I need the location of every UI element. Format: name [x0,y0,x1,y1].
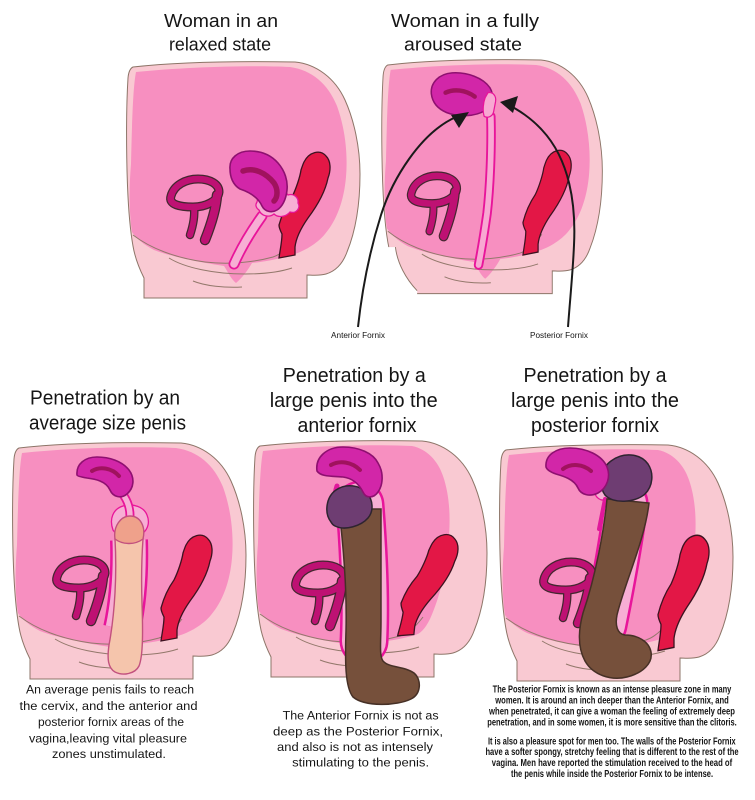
svg-text:vagina. Men have reported the: vagina. Men have reported the stimulatio… [492,758,733,769]
svg-text:anterior fornix: anterior fornix [298,415,417,437]
svg-text:vagina,leaving vital pleasure: vagina,leaving vital pleasure [29,731,187,745]
svg-text:posterior fornix areas of the: posterior fornix areas of the [38,715,184,729]
svg-text:Woman in an: Woman in an [164,11,278,31]
svg-text:deep as the Posterior Fornix,: deep as the Posterior Fornix, [273,725,443,739]
svg-text:It is also a pleasure spot for: It is also a pleasure spot for men too. … [488,736,736,747]
svg-text:aroused state: aroused state [404,35,522,55]
svg-text:Anterior Fornix: Anterior Fornix [331,330,386,340]
svg-text:Woman in a fully: Woman in a fully [391,11,539,31]
svg-text:Posterior Fornix: Posterior Fornix [530,330,589,340]
svg-text:An average penis fails to reac: An average penis fails to reach [26,683,194,697]
svg-text:the cervix, and the anterior a: the cervix, and the anterior and [20,699,198,713]
svg-text:large penis into the: large penis into the [511,390,679,412]
svg-text:women. It is around an inch de: women. It is around an inch deeper than … [494,696,728,707]
svg-text:and also is not as intensely: and also is not as intensely [277,740,434,754]
svg-text:posterior fornix: posterior fornix [531,415,659,437]
svg-text:large penis into the: large penis into the [270,390,438,412]
svg-text:the penis while inside the Pos: the penis while inside the Posterior For… [511,769,713,780]
svg-text:relaxed state: relaxed state [169,35,271,55]
svg-text:Penetration by an: Penetration by an [30,387,180,409]
svg-text:average size penis: average size penis [29,413,186,435]
svg-text:Penetration by a: Penetration by a [524,365,668,387]
svg-text:stimulating to the penis.: stimulating to the penis. [292,756,429,770]
svg-text:The Anterior Fornix is not as: The Anterior Fornix is not as [283,708,439,722]
svg-text:Penetration by a: Penetration by a [283,365,427,387]
svg-text:zones unstimulated.: zones unstimulated. [52,747,166,761]
svg-text:The Posterior Fornix is known: The Posterior Fornix is known as an inte… [493,685,732,696]
svg-text:when penetrated, it can give a: when penetrated, it can give a woman the… [488,706,735,717]
svg-text:penetration, and in some women: penetration, and in some women, it is mo… [487,717,737,728]
svg-text:have a softer spongy, stretchy: have a softer spongy, stretchy feeling t… [485,747,738,758]
